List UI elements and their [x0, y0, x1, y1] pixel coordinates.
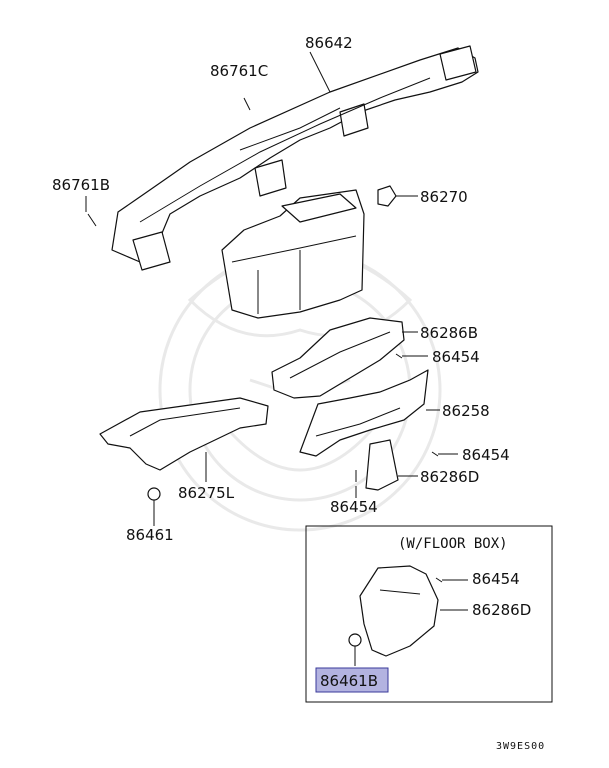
label-86286D[interactable]: 86286D: [420, 468, 479, 486]
duct-86286B: [271, 317, 405, 399]
label-86461[interactable]: 86461: [126, 526, 174, 544]
label-86454-d[interactable]: 86454: [472, 570, 520, 588]
highlight-86461B: [315, 667, 389, 693]
label-86461B[interactable]: 86461B: [320, 672, 378, 690]
duct-86258: [299, 369, 429, 457]
label-86286D-b[interactable]: 86286D: [472, 601, 531, 619]
footer-code: 3W9ES00: [496, 741, 545, 752]
duct-86275L: [99, 397, 269, 471]
label-86642[interactable]: 86642: [305, 34, 353, 52]
inset-title: (W/FLOOR BOX): [398, 536, 508, 552]
label-86454-b[interactable]: 86454: [462, 446, 510, 464]
label-86286B[interactable]: 86286B: [420, 324, 478, 342]
center-unit: [221, 189, 365, 319]
label-86454-c[interactable]: 86454: [330, 498, 378, 516]
upper-duct-86642: [111, 45, 479, 271]
leader-lines: [85, 51, 468, 666]
label-86275L[interactable]: 86275L: [178, 484, 235, 502]
label-86454-a[interactable]: 86454: [432, 348, 480, 366]
screws: [87, 97, 443, 583]
label-86761C[interactable]: 86761C: [210, 62, 268, 80]
small-parts: [147, 185, 399, 647]
floor-box-inset: [305, 525, 553, 703]
label-86761B[interactable]: 86761B: [52, 176, 110, 194]
label-86270[interactable]: 86270: [420, 188, 468, 206]
label-86258[interactable]: 86258: [442, 402, 490, 420]
